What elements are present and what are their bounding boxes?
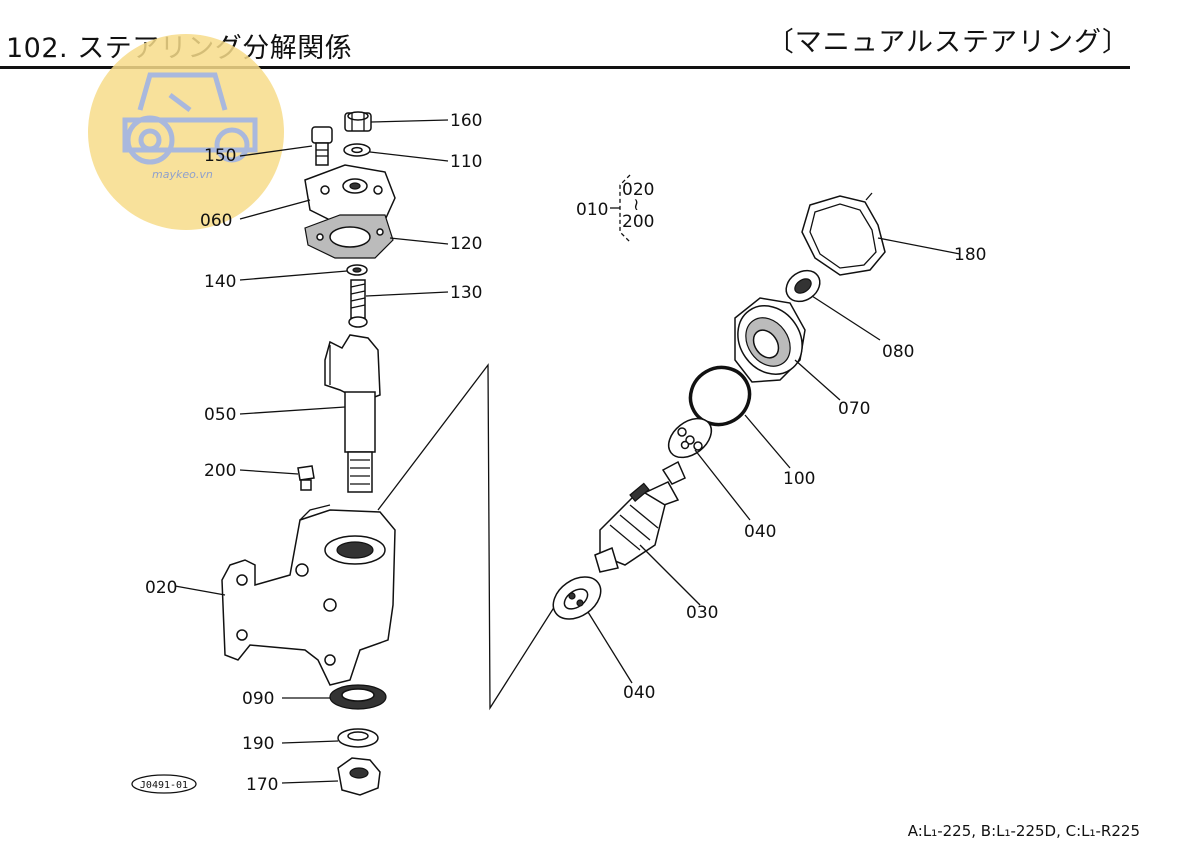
part-140-washer [239,264,368,281]
watermark-logo: maykeo.vn [88,34,284,230]
label-040-lower: 040 [623,683,655,703]
label-200: 200 [204,461,236,481]
part-060-cover [239,164,396,226]
part-100-o-ring [688,365,791,469]
assembly-010-bracket [610,174,631,243]
label-120: 120 [450,234,482,254]
part-030-worm-shaft [594,460,701,606]
label-010: 010 [576,200,608,220]
part-190-lock-washer [281,728,379,748]
label-040-upper: 040 [744,522,776,542]
model-footer: A:L₁-225, B:L₁-225D, C:L₁-R225 [907,822,1140,840]
label-070: 070 [838,399,870,419]
part-180-cover-ring [801,192,961,276]
tractor-icon [122,72,258,165]
label-160: 160 [450,111,482,131]
part-020-gearbox-housing [174,504,396,686]
watermark-circle [88,34,284,230]
drawing-code-badge: J0491-01 [131,774,197,794]
part-050-sector-shaft [239,334,381,493]
label-range-to: 200 [622,212,654,232]
part-150-bolt [239,126,333,166]
part-120-gasket [304,214,449,259]
part-090-oil-seal [282,684,387,710]
part-070-column-housing [734,297,841,401]
header-rule [0,66,1130,69]
part-040-lower-bearing [552,576,633,684]
label-130: 130 [450,283,482,303]
part-040-upper-bearing [667,417,751,521]
label-080: 080 [882,342,914,362]
label-190: 190 [242,734,274,754]
label-range-sep: ≀ [633,195,639,215]
label-140: 140 [204,272,236,292]
label-100: 100 [783,469,815,489]
assembly-leader-line [377,363,561,711]
section-title: 〔マニュアルステアリング〕 [766,27,1130,58]
callout-labels: 160 110 150 060 120 140 130 050 200 020 … [145,111,986,795]
label-050: 050 [204,405,236,425]
label-030: 030 [686,603,718,623]
label-150: 150 [204,146,236,166]
part-110-washer [343,143,449,162]
label-090: 090 [242,689,274,709]
label-170: 170 [246,775,278,795]
label-110: 110 [450,152,482,172]
watermark-text: maykeo.vn [152,168,213,181]
part-130-adjust-screw [348,279,449,328]
label-060: 060 [200,211,232,231]
part-170-nut [281,757,381,796]
label-020: 020 [145,578,177,598]
part-080-bearing [785,269,881,341]
label-180: 180 [954,245,986,265]
label-range-from: 020 [622,180,654,200]
drawing-code-text: J0491-01 [140,780,188,791]
part-160-nut [344,111,449,132]
part-200-grease-fitting [239,465,315,491]
